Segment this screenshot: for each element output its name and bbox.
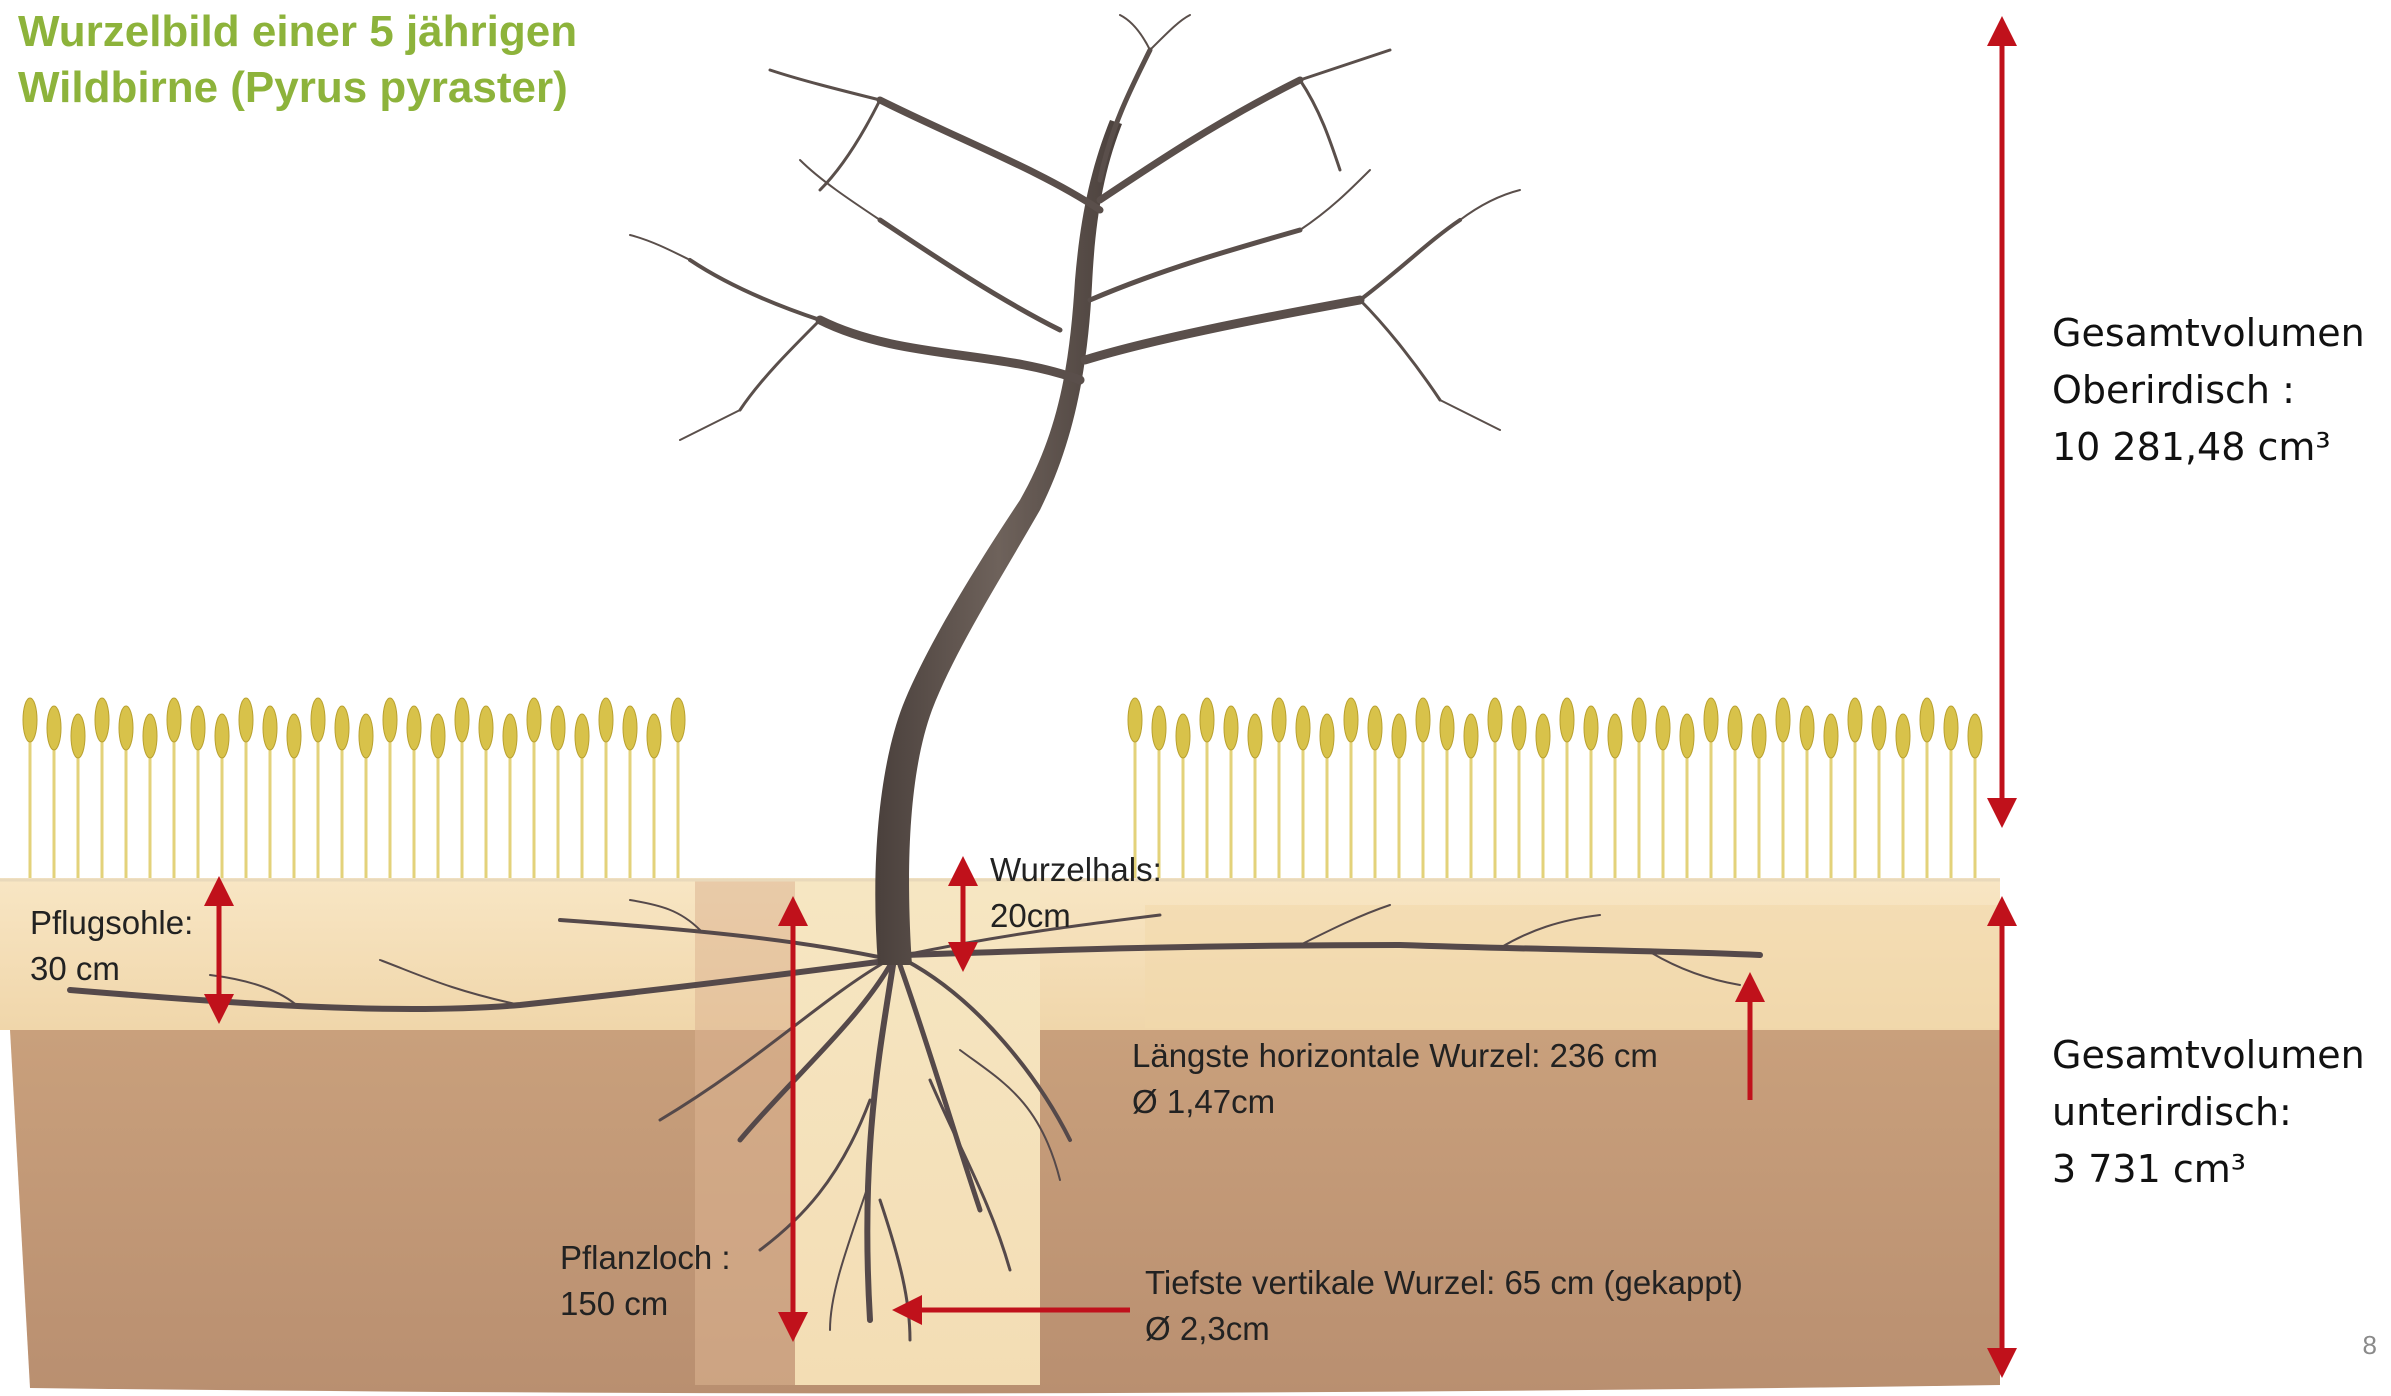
label-pflugsohle: Pflugsohle: 30 cm (30, 900, 193, 992)
volume-below-line-3: 3 731 cm³ (2052, 1141, 2365, 1198)
wheat-stalk (263, 706, 277, 878)
wheat-stalk (311, 698, 325, 878)
wheat-stalk (1800, 706, 1814, 878)
label-vertical-root-line-1: Tiefste vertikale Wurzel: 65 cm (gekappt… (1145, 1260, 1743, 1306)
label-horizontal-root: Längste horizontale Wurzel: 236 cm Ø 1,4… (1132, 1033, 1658, 1125)
volume-above-line-1: Gesamtvolumen (2052, 305, 2365, 362)
wheat-stalk (479, 706, 493, 878)
wheat-stalk (359, 714, 373, 878)
label-wurzelhals-line-2: 20cm (990, 893, 1162, 939)
wheat-stalk (1872, 706, 1886, 878)
wheat-stalk (431, 714, 445, 878)
title-line-2: Wildbirne (Pyrus pyraster) (18, 60, 577, 116)
wheat-stalk (1608, 714, 1622, 878)
wheat-stalk (647, 714, 661, 878)
wheat-stalk (1272, 698, 1286, 878)
wheat-stalk (1848, 698, 1862, 878)
wheat-stalk (1536, 714, 1550, 878)
wheat-stalk (1680, 714, 1694, 878)
label-pflugsohle-line-2: 30 cm (30, 946, 193, 992)
topsoil-band-right (1145, 905, 2000, 1028)
wheat-stalk (1488, 698, 1502, 878)
wheat-stalk (287, 714, 301, 878)
wheat-stalk (1320, 714, 1334, 878)
wheat-stalk (167, 698, 181, 878)
label-horizontal-root-line-2: Ø 1,47cm (1132, 1079, 1658, 1125)
volume-above-line-2: Oberirdisch : (2052, 362, 2365, 419)
wheat-stalk (1512, 706, 1526, 878)
wheat-stalk (1584, 706, 1598, 878)
label-vertical-root-line-2: Ø 2,3cm (1145, 1306, 1743, 1352)
wheat-stalk (1560, 698, 1574, 878)
page-number: 8 (2363, 1330, 2377, 1361)
label-pflugsohle-line-1: Pflugsohle: (30, 900, 193, 946)
wheat-stalk (455, 698, 469, 878)
wheat-stalk (23, 698, 37, 878)
wheat-stalk (1968, 714, 1982, 878)
wheat-stalk (1176, 714, 1190, 878)
wheat-stalk (527, 698, 541, 878)
wheat-stalk (551, 706, 565, 878)
wheat-stalk (1296, 706, 1310, 878)
label-pflanzloch-line-1: Pflanzloch : (560, 1235, 731, 1281)
wheat-stalk (1464, 714, 1478, 878)
wheat-stalk (1704, 698, 1718, 878)
wheat-stalk (1440, 706, 1454, 878)
wheat-stalk (1728, 706, 1742, 878)
wheat-stalk (191, 706, 205, 878)
volume-above-line-3: 10 281,48 cm³ (2052, 419, 2365, 476)
wheat-stalk (239, 698, 253, 878)
wheat-stalk (1200, 698, 1214, 878)
label-wurzelhals-line-1: Wurzelhals: (990, 847, 1162, 893)
label-wurzelhals: Wurzelhals: 20cm (990, 847, 1162, 939)
volume-above-ground: Gesamtvolumen Oberirdisch : 10 281,48 cm… (2052, 305, 2365, 476)
volume-below-line-2: unterirdisch: (2052, 1084, 2365, 1141)
wheat-stalk (1632, 698, 1646, 878)
wheat-stalk (1776, 698, 1790, 878)
wheat-stalk (95, 698, 109, 878)
wheat-stalk (1656, 706, 1670, 878)
wheat-stalk (47, 706, 61, 878)
wheat-stalk (407, 706, 421, 878)
wheat-stalk (1368, 706, 1382, 878)
wheat-stalk (71, 714, 85, 878)
tree-illustration (630, 15, 1520, 965)
wheat-stalk (1224, 706, 1238, 878)
wheat-stalk (1752, 714, 1766, 878)
wheat-stalk (1392, 714, 1406, 878)
wheat-stalk (1344, 698, 1358, 878)
wheat-stalk (335, 706, 349, 878)
tree-trunk (875, 120, 1122, 965)
label-horizontal-root-line-1: Längste horizontale Wurzel: 236 cm (1132, 1033, 1658, 1079)
wheat-stalk (1920, 698, 1934, 878)
wheat-stalk (215, 714, 229, 878)
page-title: Wurzelbild einer 5 jährigen Wildbirne (P… (18, 4, 577, 116)
label-vertical-root: Tiefste vertikale Wurzel: 65 cm (gekappt… (1145, 1260, 1743, 1352)
label-pflanzloch-line-2: 150 cm (560, 1281, 731, 1327)
title-line-1: Wurzelbild einer 5 jährigen (18, 4, 577, 60)
wheat-stalk (119, 706, 133, 878)
volume-below-ground: Gesamtvolumen unterirdisch: 3 731 cm³ (2052, 1027, 2365, 1198)
wheat-stalk (1416, 698, 1430, 878)
wheat-stalk (599, 698, 613, 878)
wheat-stalk (503, 714, 517, 878)
wheat-stalk (623, 706, 637, 878)
wheat-stalk (143, 714, 157, 878)
wheat-stalk (1824, 714, 1838, 878)
wheat-stalk (383, 698, 397, 878)
volume-below-line-1: Gesamtvolumen (2052, 1027, 2365, 1084)
wheat-stalk (1896, 714, 1910, 878)
wheat-stalk (671, 698, 685, 878)
wheat-stalk (1248, 714, 1262, 878)
wheat-stalk (575, 714, 589, 878)
wheat-stalk (1944, 706, 1958, 878)
label-pflanzloch: Pflanzloch : 150 cm (560, 1235, 731, 1327)
